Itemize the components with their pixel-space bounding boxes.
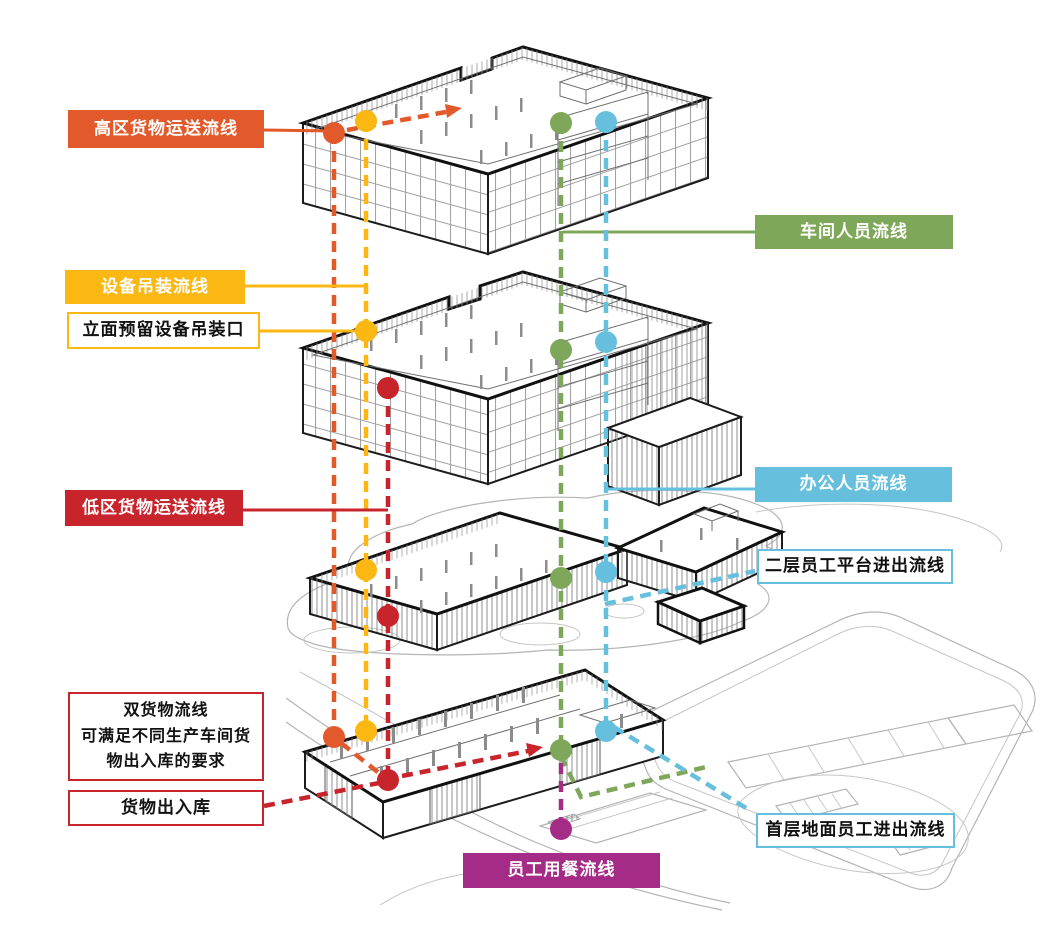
label-high-zone-goods-flow: 高区货物运送流线 — [68, 110, 264, 148]
high-goods-connector — [262, 128, 335, 133]
flow-staff-dining — [550, 763, 572, 840]
equipment-node-platform — [355, 559, 377, 581]
office-node-middle — [595, 331, 617, 353]
dual-goods-note-line1: 双货物流线 — [123, 702, 209, 720]
building-platform-small-box — [653, 586, 749, 645]
high-goods-ground-diagonal — [339, 741, 381, 775]
label-office-staff-flow: 办公人员流线 — [755, 467, 952, 502]
office-node-ground — [595, 720, 617, 742]
label-facade-hoisting-opening: 立面预留设备吊装口 — [67, 312, 260, 349]
high-goods-node-ground — [323, 726, 345, 748]
high-goods-node-roof — [323, 122, 345, 144]
dining-node-canteen — [550, 818, 572, 840]
label-low-zone-goods-flow: 低区货物运送流线 — [65, 490, 243, 526]
parking-band — [726, 704, 1034, 789]
building-top-block — [297, 45, 714, 256]
workshop-node-ground — [550, 739, 572, 761]
building-middle-block — [297, 270, 744, 507]
workshop-node-roof — [550, 112, 572, 134]
flow-equipment-hoisting — [245, 110, 377, 742]
platform-access-diagonal — [604, 568, 756, 607]
office-node-platform — [595, 561, 617, 583]
building-ground-floor — [301, 668, 667, 840]
dual-goods-note-line2: 可满足不同生产车间货 — [80, 727, 251, 745]
flow-office-staff — [595, 111, 756, 813]
workshop-node-middle — [550, 339, 572, 361]
workshop-ground-route — [558, 755, 707, 800]
equipment-node-ground — [355, 720, 377, 742]
office-node-roof — [595, 111, 617, 133]
high-goods-arrowhead-icon — [445, 104, 462, 118]
label-workshop-staff-flow: 车间人员流线 — [755, 215, 953, 249]
flow-low-zone-goods — [243, 377, 543, 809]
label-equipment-hoisting-flow: 设备吊装流线 — [65, 270, 245, 304]
goods-in-out-connector — [263, 779, 385, 809]
building-platform-left-plate — [304, 511, 633, 652]
label-second-floor-platform-access: 二层员工平台进出流线 — [757, 549, 953, 584]
equipment-node-middle — [355, 320, 377, 342]
label-ground-floor-staff-access: 首层地面员工进出流线 — [756, 813, 955, 848]
low-goods-arrowhead-icon — [526, 743, 543, 757]
workshop-node-platform — [550, 567, 572, 589]
equipment-node-roof — [355, 110, 377, 132]
label-goods-in-out: 货物出入库 — [68, 790, 264, 826]
flow-workshop-staff — [550, 112, 755, 800]
flow-high-zone-goods — [262, 104, 462, 775]
top-columns — [370, 80, 558, 164]
low-goods-node-ground — [377, 769, 399, 791]
platform-columns — [370, 544, 548, 613]
low-goods-ground-arrow-line — [401, 748, 529, 779]
label-dual-goods-note: 双货物流线 可满足不同生产车间货 物出入库的要求 — [68, 692, 264, 781]
label-staff-dining-flow: 员工用餐流线 — [463, 853, 660, 888]
low-goods-node-middle — [377, 377, 399, 399]
ground-access-diagonal — [612, 725, 753, 813]
dual-goods-note-line3: 物出入库的要求 — [106, 753, 226, 771]
low-goods-node-platform — [377, 605, 399, 627]
